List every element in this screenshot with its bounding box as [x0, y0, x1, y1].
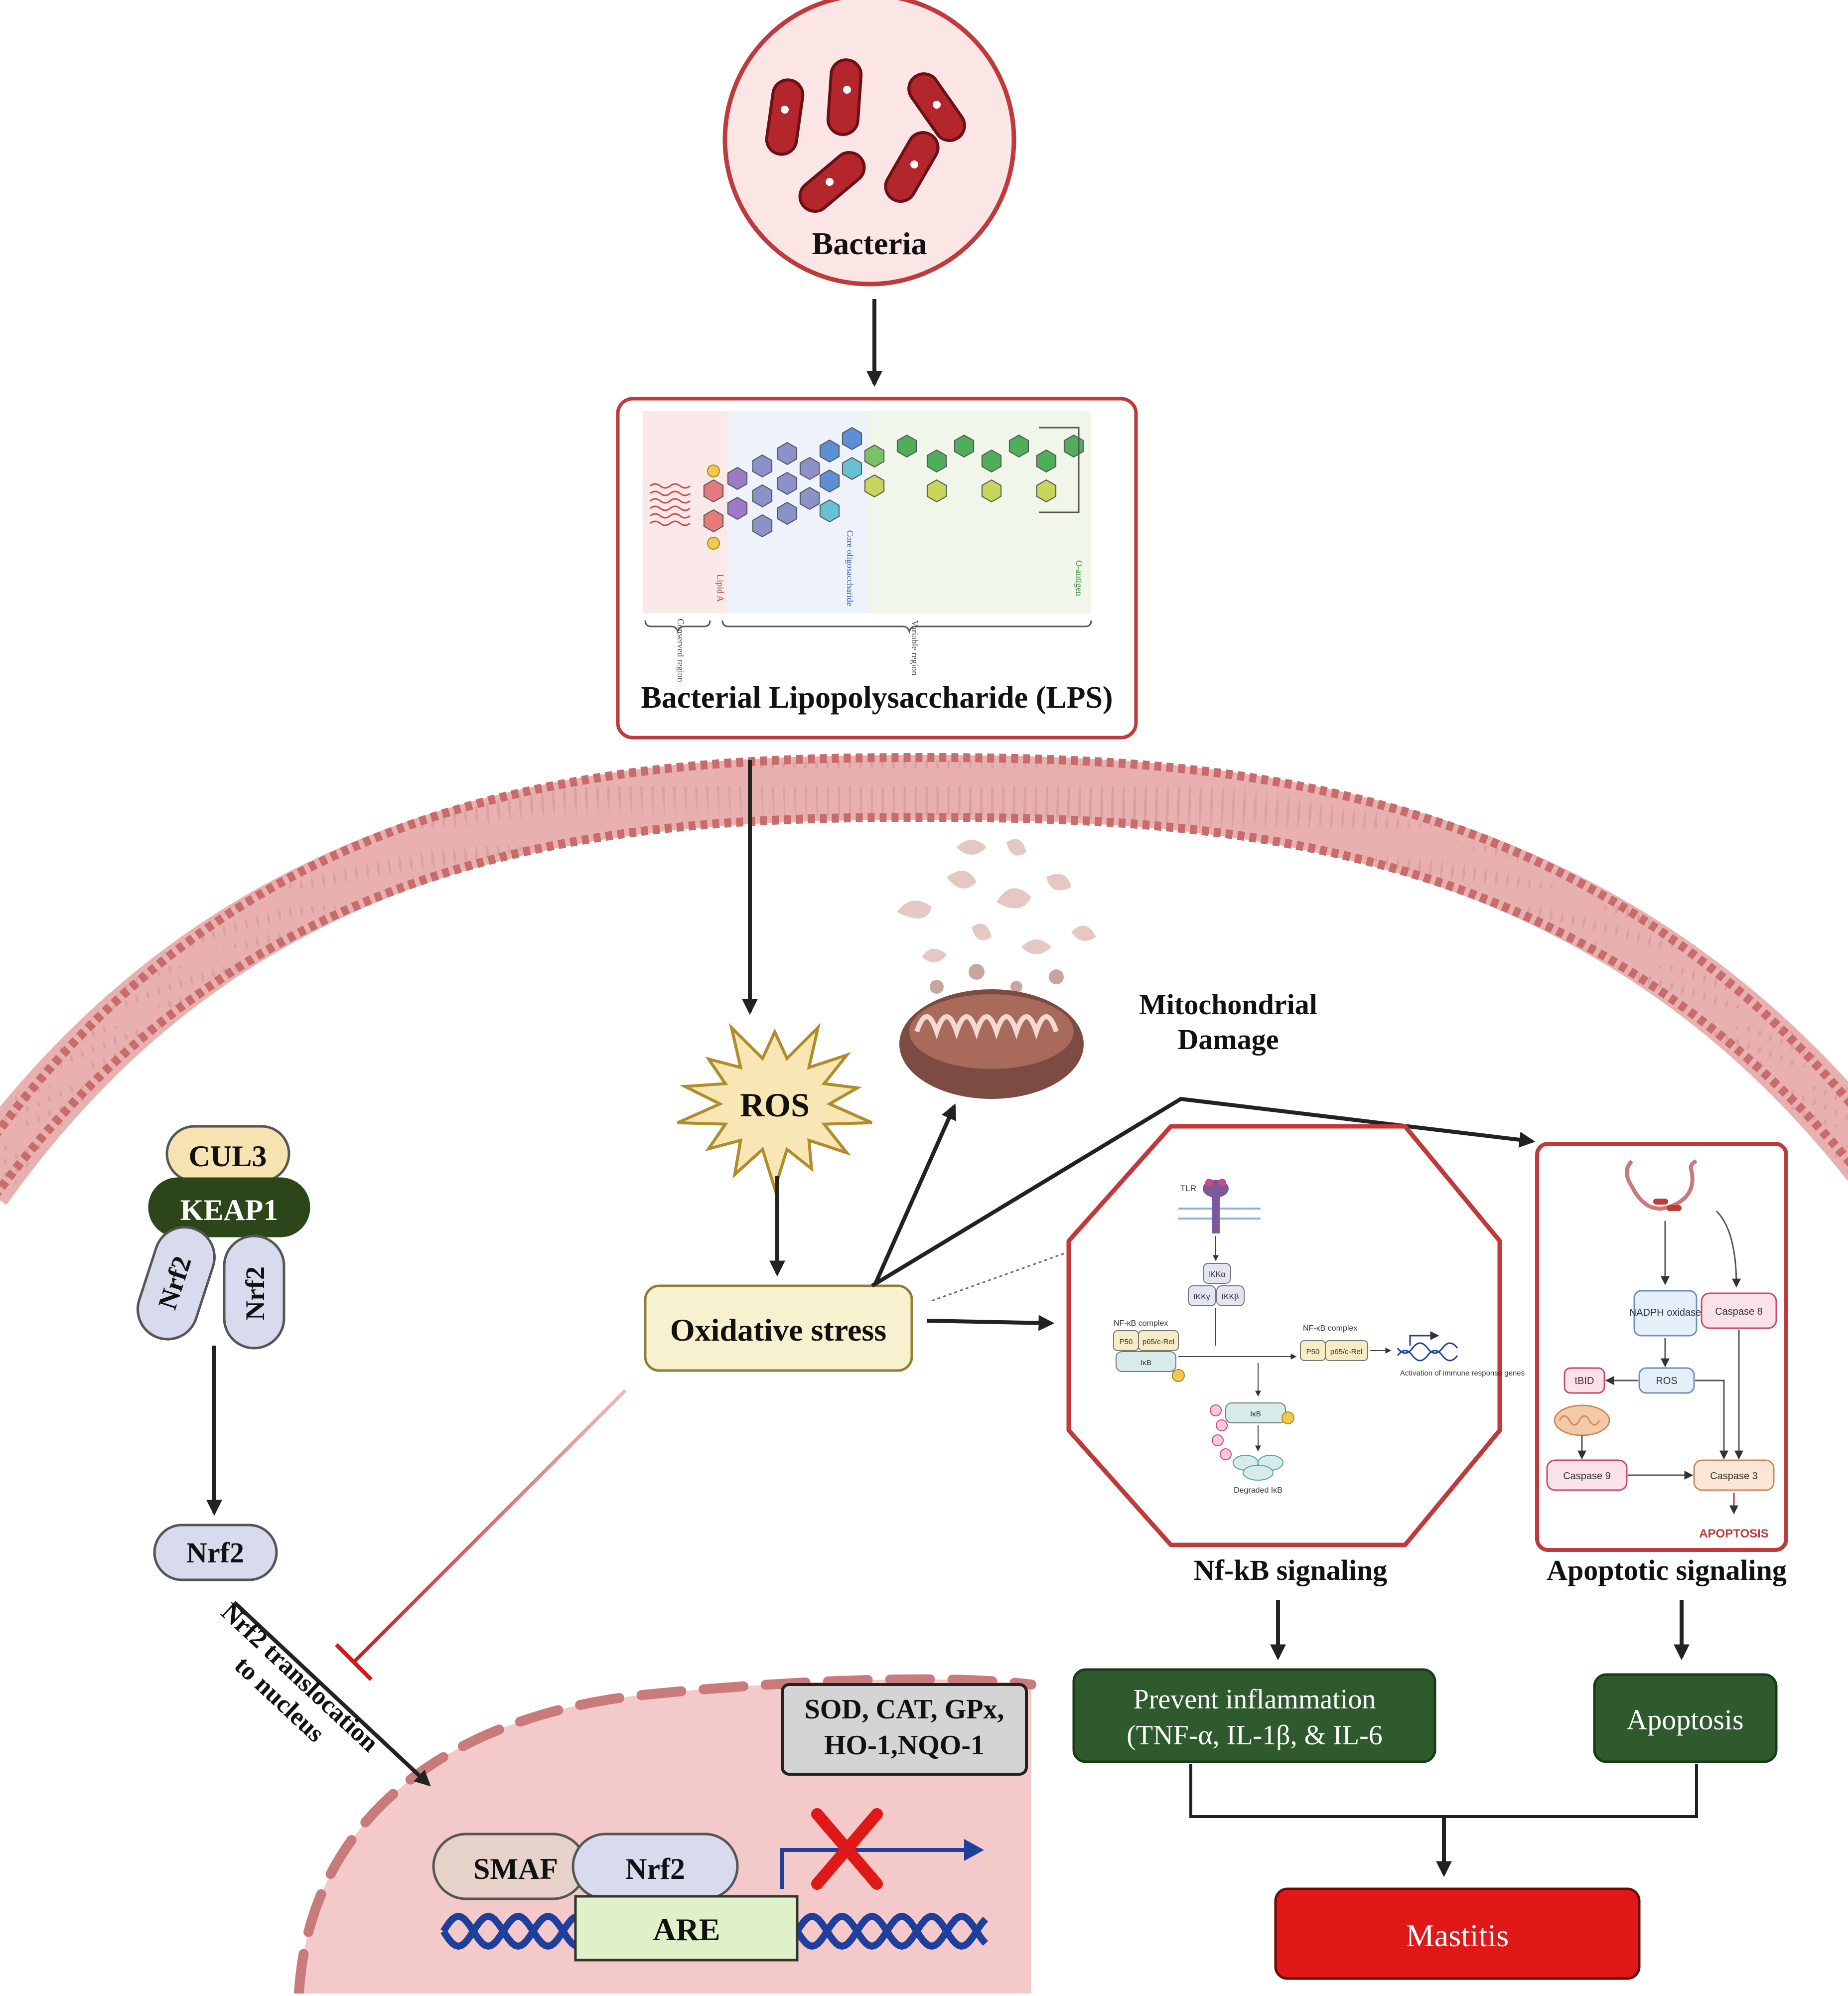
p65-right-label: p65/c-Rel — [1330, 1348, 1362, 1356]
smaf-label: SMAF — [473, 1852, 558, 1885]
are-element: ARE — [574, 1895, 799, 1962]
ikb-degrading-label: IκB — [1250, 1410, 1261, 1418]
antioxidant-line2: HO-1,NQO-1 — [824, 1730, 985, 1761]
inflammation-line2: (TNF-α, IL-1β, & IL-6 — [1127, 1720, 1383, 1751]
arrow-oxidative-nfkb — [926, 1315, 1055, 1331]
ikka-label: IKKα — [1208, 1270, 1225, 1279]
lps-region-core: Core oligosaccharide — [845, 530, 855, 606]
nfkb-panel: TLR IKKα IKKγ IKKβ NF-κB complex P50 p65… — [1066, 1124, 1525, 1547]
endocytosis-vesicle-icon — [1625, 1159, 1698, 1211]
oxidative-label: Oxidative stress — [670, 1312, 886, 1348]
p65-left-label: p65/c-Rel — [1142, 1338, 1174, 1346]
nfkb-complex-right-label: NF-κB complex — [1303, 1324, 1357, 1333]
caspase9-label: Caspase 9 — [1563, 1471, 1611, 1482]
lps-sugar-chain — [703, 427, 1084, 550]
smaf-protein: SMAF — [432, 1833, 587, 1900]
apoptosis-outcome-label: Apoptosis — [1626, 1703, 1743, 1736]
nucleus-nrf2-label: Nrf2 — [625, 1852, 685, 1885]
bacteria-label: Bacteria — [812, 226, 927, 261]
tbid-label: tBID — [1575, 1376, 1594, 1386]
transcription-arrow — [780, 1839, 984, 1889]
antioxidant-line1: SOD, CAT, GPx, — [805, 1694, 1004, 1725]
keap1-complex: CUL3 KEAP1 Nrf2 Nrf2 — [136, 1125, 310, 1350]
nrf2-bound-b-label: Nrf2 — [240, 1266, 270, 1320]
tlr-receptor-icon — [1203, 1179, 1229, 1233]
caspase3-label: Caspase 3 — [1710, 1471, 1758, 1482]
ikkg-label: IKKγ — [1193, 1293, 1210, 1301]
caspase8-label: Caspase 8 — [1715, 1306, 1763, 1317]
apoptotic-title: Apoptotic signaling — [1547, 1554, 1787, 1586]
dna-helix — [440, 1912, 989, 1950]
ros-apoptosis-label: ROS — [1656, 1376, 1677, 1386]
degraded-ikb-label: Degraded IκB — [1234, 1486, 1282, 1495]
ikb-label: IκB — [1140, 1359, 1151, 1367]
inflammation-line1: Prevent inflammation — [1134, 1684, 1376, 1715]
damaged-mitochondrion-icon — [897, 839, 1096, 1099]
nfkb-title: Nf-kB signaling — [1194, 1554, 1387, 1586]
blocked-x-icon — [811, 1808, 883, 1890]
mito-label-line1: Mitochondrial — [1139, 988, 1317, 1021]
antioxidant-enzymes-box: SOD, CAT, GPx, HO-1,NQO-1 — [781, 1683, 1028, 1776]
cell-membrane — [0, 753, 1848, 1205]
arrow-oxidative-mito — [872, 1103, 957, 1287]
p50-left-label: P50 — [1120, 1338, 1133, 1346]
connector-dotted — [931, 1225, 1141, 1302]
inflammation-box: Prevent inflammation (TNF-α, IL-1β, & IL… — [1072, 1668, 1436, 1763]
lps-region-lipid-a: Lipid A — [715, 574, 725, 602]
p50-right-label: P50 — [1306, 1348, 1320, 1356]
apoptosis-tag: APOPTOSIS — [1699, 1527, 1769, 1540]
free-nrf2-label: Nrf2 — [186, 1536, 244, 1569]
mito-label-line2: Damage — [1178, 1023, 1279, 1056]
nadph-label: NADPH oxidase — [1629, 1307, 1702, 1318]
merge-connector — [1189, 1764, 1698, 1818]
keap1-label: KEAP1 — [180, 1194, 279, 1227]
lps-label: Bacterial Lipopolysaccharide (LPS) — [641, 681, 1113, 715]
tlr-label: TLR — [1180, 1184, 1196, 1193]
arrow-nrf2-translocation — [233, 1601, 431, 1787]
activation-label: Activation of immune response genes — [1400, 1369, 1525, 1378]
ikkb-label: IKKβ — [1222, 1293, 1239, 1301]
mitochondrion-small-icon — [1554, 1404, 1610, 1436]
apoptosis-panel: NADPH oxidase Caspase 8 ROS tBID Caspase… — [1535, 1142, 1788, 1552]
inhibition-line — [335, 1389, 627, 1681]
free-nrf2: Nrf2 — [153, 1524, 278, 1581]
lps-box: Lipid A Core oligosaccharide O-antigen C… — [616, 397, 1138, 740]
lps-region-o-antigen: O-antigen — [1074, 560, 1084, 596]
are-label: ARE — [653, 1912, 720, 1947]
bacteria-circle: Bacteria — [722, 0, 1016, 287]
lps-region-conserved: Conserved region — [676, 618, 686, 682]
nfkb-complex-left-label: NF-κB complex — [1114, 1319, 1168, 1328]
mastitis-label: Mastitis — [1406, 1918, 1509, 1953]
cul3-label: CUL3 — [189, 1140, 267, 1173]
ros-starburst: ROS — [677, 1023, 873, 1194]
arrow-oxidative-apoptosis — [870, 1096, 1536, 1288]
oxidative-stress-box: Oxidative stress — [644, 1284, 913, 1372]
bacterium-icon — [765, 58, 966, 213]
nucleus-nrf2-protein: Nrf2 — [571, 1833, 739, 1900]
apoptosis-box: Apoptosis — [1593, 1673, 1778, 1763]
lps-region-variable: Variable region — [910, 620, 920, 675]
degraded-ikb-icon — [1233, 1455, 1283, 1481]
mastitis-box: Mastitis — [1274, 1887, 1641, 1980]
ros-label: ROS — [740, 1086, 810, 1124]
